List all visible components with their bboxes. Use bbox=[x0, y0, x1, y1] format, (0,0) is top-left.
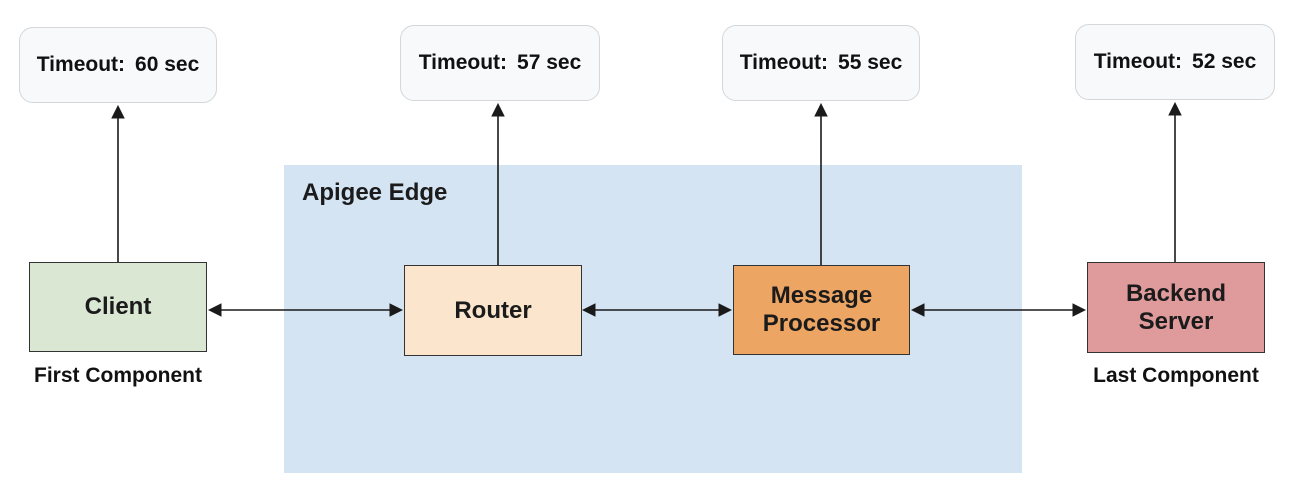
router-timeout-badge: Timeout: 57 sec bbox=[400, 25, 600, 101]
backend-server-box: Backend Server bbox=[1087, 262, 1265, 353]
router-label: Router bbox=[454, 296, 532, 324]
apigee-edge-region: Apigee Edge bbox=[284, 165, 1022, 473]
timeout-label: Timeout: bbox=[1093, 50, 1183, 73]
timeout-value: 52 sec bbox=[1192, 50, 1257, 73]
timeout-label: Timeout: bbox=[418, 51, 508, 74]
client-box: Client bbox=[29, 262, 207, 352]
timeout-label: Timeout: bbox=[36, 53, 126, 76]
apigee-edge-label: Apigee Edge bbox=[302, 179, 448, 206]
timeout-value: 57 sec bbox=[517, 51, 582, 74]
client-timeout-badge: Timeout: 60 sec bbox=[19, 27, 217, 103]
message-processor-timeout-badge: Timeout: 55 sec bbox=[722, 25, 920, 101]
backend-server-label: Backend Server bbox=[1125, 279, 1227, 335]
first-component-label: First Component bbox=[34, 364, 202, 387]
timeout-value: 55 sec bbox=[838, 51, 903, 74]
message-processor-box: Message Processor bbox=[733, 265, 910, 355]
timeout-label: Timeout: bbox=[739, 51, 829, 74]
last-component-label: Last Component bbox=[1093, 364, 1259, 387]
router-box: Router bbox=[404, 265, 582, 356]
timeout-value: 60 sec bbox=[135, 53, 200, 76]
client-label: Client bbox=[84, 293, 152, 321]
message-processor-label: Message Processor bbox=[762, 282, 881, 337]
backend-server-timeout-badge: Timeout: 52 sec bbox=[1075, 24, 1275, 100]
